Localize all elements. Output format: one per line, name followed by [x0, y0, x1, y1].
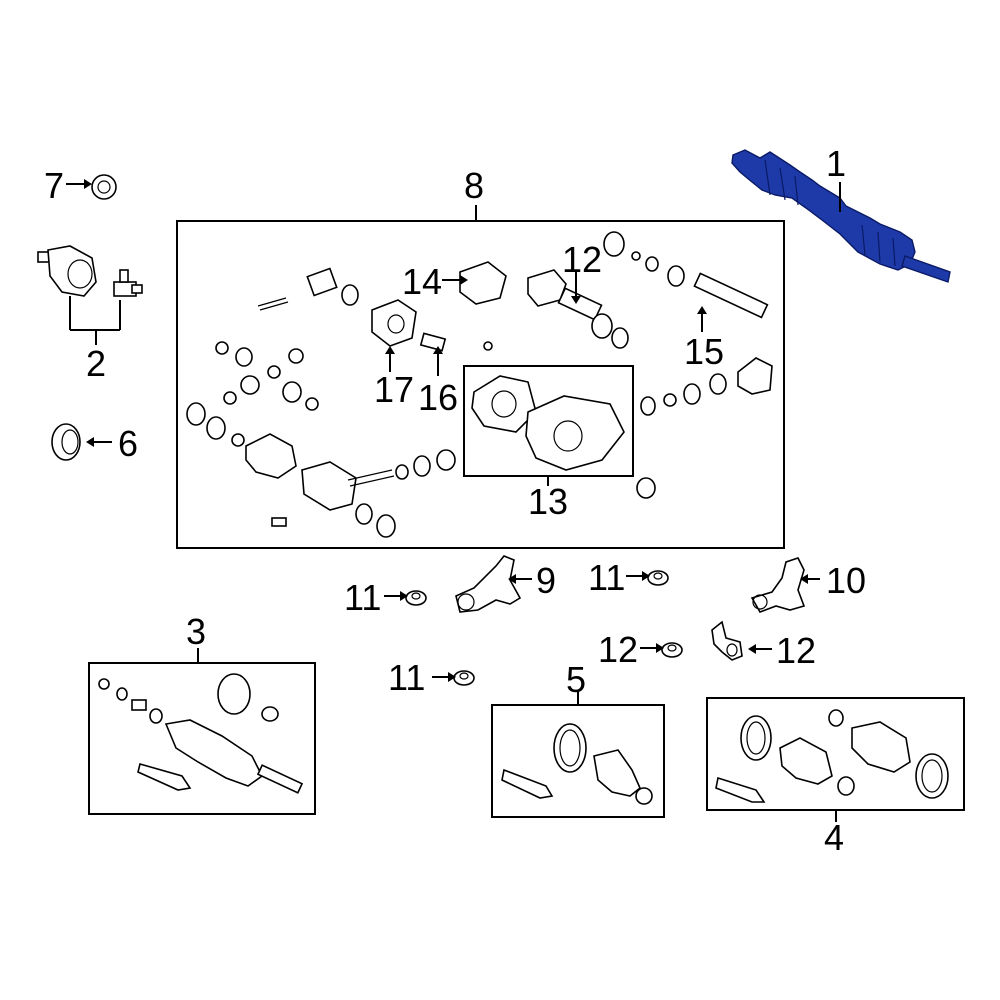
- mount-bracket-part[interactable]: [750, 557, 806, 613]
- callout-15: 13: [528, 481, 568, 522]
- callout-5: 5: [566, 659, 586, 700]
- differential-internal-parts: [186, 231, 773, 538]
- callout-7: 7: [44, 165, 64, 206]
- nut-part-left[interactable]: [405, 590, 427, 606]
- carrier-housing-part[interactable]: [471, 375, 625, 471]
- differential-group-box: [176, 220, 785, 549]
- callout-16: 14: [402, 261, 442, 302]
- spider-part[interactable]: [113, 269, 143, 297]
- nut-part-right[interactable]: [647, 570, 669, 586]
- support-bracket-part[interactable]: [455, 555, 522, 613]
- oil-seal-part[interactable]: [51, 423, 81, 461]
- callout-13: 12: [776, 630, 816, 671]
- bushing-part[interactable]: [91, 174, 117, 200]
- callout-8: 8: [464, 165, 484, 206]
- outer-boot-kit-parts[interactable]: [715, 709, 949, 803]
- callout-10: 10: [826, 560, 866, 601]
- callout-11-right: 11: [588, 557, 625, 598]
- boot-kit-parts[interactable]: [501, 723, 653, 805]
- callout-19: 17: [374, 369, 414, 410]
- callout-18: 16: [418, 377, 458, 418]
- callout-6: 6: [118, 423, 138, 464]
- link-part[interactable]: [711, 620, 743, 661]
- callout-4: 4: [824, 817, 844, 858]
- callout-9: 9: [536, 560, 556, 601]
- washer-part-right[interactable]: [661, 642, 683, 658]
- axle-shaft-assembly[interactable]: [731, 149, 951, 283]
- joint-housing-part[interactable]: [37, 245, 97, 297]
- callout-1: 1: [826, 143, 846, 184]
- callout-12-right: 12: [598, 629, 638, 670]
- callout-3: 3: [186, 611, 206, 652]
- inner-joint-kit-box: [88, 662, 316, 815]
- washer-part-left[interactable]: [453, 670, 475, 686]
- callout-17: 15: [684, 331, 724, 372]
- callout-11-left: 11: [344, 577, 381, 618]
- callout-12-left: 11: [388, 657, 425, 698]
- inner-joint-kit-parts[interactable]: [98, 673, 304, 794]
- callout-2: 2: [86, 343, 106, 384]
- callout-14: 12: [562, 239, 602, 280]
